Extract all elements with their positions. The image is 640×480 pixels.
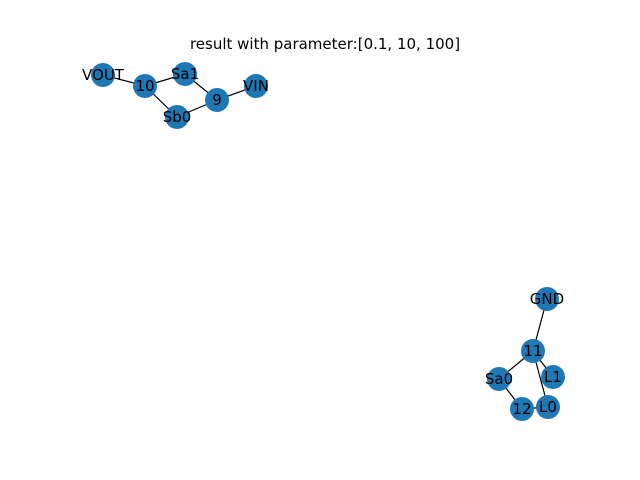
node-Sa0 bbox=[487, 367, 511, 391]
node-label-VOUT: VOUT bbox=[82, 66, 125, 84]
node-GND bbox=[535, 287, 559, 311]
node-12 bbox=[510, 397, 534, 421]
node-L0 bbox=[536, 395, 560, 419]
node-label-11: 11 bbox=[523, 342, 542, 360]
node-label-L1: L1 bbox=[544, 368, 562, 386]
node-label-L0: L0 bbox=[539, 398, 557, 416]
node-label-12: 12 bbox=[512, 400, 531, 418]
node-label-VIN: VIN bbox=[243, 77, 269, 95]
nodes-layer bbox=[91, 62, 565, 421]
node-VIN bbox=[244, 74, 268, 98]
node-10 bbox=[133, 74, 157, 98]
node-VOUT bbox=[91, 63, 115, 87]
node-L1 bbox=[541, 365, 565, 389]
node-9 bbox=[205, 88, 229, 112]
node-Sa1 bbox=[173, 62, 197, 86]
node-Sb0 bbox=[165, 105, 189, 129]
node-label-10: 10 bbox=[135, 77, 154, 95]
graph-title: result with parameter:[0.1, 10, 100] bbox=[190, 35, 460, 53]
node-label-Sa0: Sa0 bbox=[485, 370, 513, 388]
node-11 bbox=[521, 339, 545, 363]
node-label-GND: GND bbox=[530, 290, 564, 308]
node-label-Sb0: Sb0 bbox=[163, 108, 192, 126]
node-label-Sa1: Sa1 bbox=[171, 65, 199, 83]
node-label-9: 9 bbox=[212, 91, 222, 109]
